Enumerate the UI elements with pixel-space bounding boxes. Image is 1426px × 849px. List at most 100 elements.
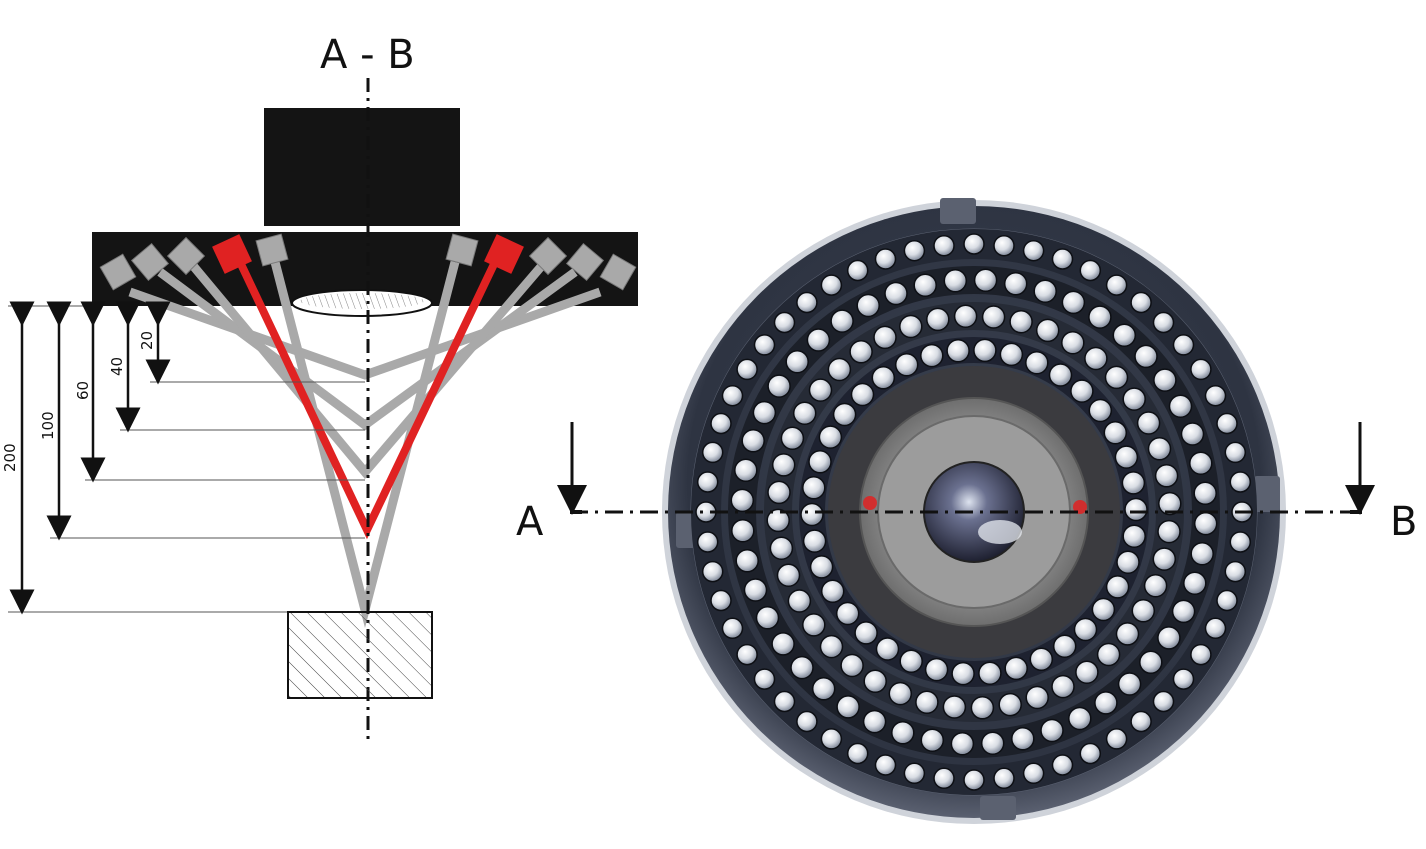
led — [830, 309, 854, 333]
led — [963, 233, 985, 255]
led — [973, 268, 998, 293]
led-head — [99, 253, 137, 291]
led — [863, 669, 887, 694]
led — [891, 721, 915, 745]
led — [924, 657, 949, 682]
led — [1003, 272, 1028, 296]
led — [1189, 451, 1213, 475]
led — [1103, 420, 1128, 445]
led-head — [565, 242, 605, 282]
distance-label-100: 100 — [39, 411, 57, 440]
led — [1224, 441, 1247, 464]
led — [1096, 642, 1121, 667]
led — [1104, 365, 1129, 390]
led — [943, 269, 968, 293]
led — [802, 613, 826, 637]
led — [1168, 394, 1193, 418]
led — [766, 508, 790, 533]
led — [808, 378, 833, 402]
led — [946, 339, 970, 363]
led — [811, 677, 836, 701]
led — [755, 606, 780, 630]
led — [1171, 599, 1196, 624]
led — [773, 690, 796, 713]
led — [1216, 412, 1238, 435]
led — [1216, 589, 1238, 612]
led — [993, 234, 1015, 257]
led — [1061, 290, 1086, 315]
led — [874, 754, 897, 776]
led — [809, 555, 834, 579]
distance-label-200: 200 — [1, 443, 19, 472]
led — [1079, 259, 1102, 282]
red-beam-100 — [236, 260, 499, 540]
led — [796, 710, 818, 733]
led — [1004, 656, 1028, 681]
led — [721, 384, 744, 407]
led — [1147, 437, 1172, 461]
led — [1116, 550, 1140, 574]
led — [820, 728, 843, 750]
led — [1157, 626, 1181, 650]
led — [899, 649, 923, 674]
led — [1117, 672, 1142, 696]
led — [873, 325, 897, 350]
led — [818, 425, 843, 449]
led — [1115, 622, 1140, 646]
led — [953, 304, 978, 328]
led — [1229, 471, 1252, 493]
led — [1022, 762, 1045, 785]
led — [998, 692, 1022, 717]
led — [820, 274, 843, 296]
led — [787, 589, 812, 613]
led — [701, 560, 724, 583]
led — [736, 358, 758, 381]
led — [731, 518, 755, 543]
red-indicator-left — [863, 496, 877, 510]
led — [926, 307, 950, 332]
led — [1172, 334, 1195, 356]
beam-200 — [270, 260, 460, 628]
led — [1040, 718, 1064, 743]
led — [1190, 643, 1212, 666]
led — [796, 291, 818, 314]
led — [800, 502, 824, 527]
led — [1070, 379, 1094, 403]
led — [1153, 368, 1177, 392]
led — [1009, 309, 1033, 334]
lens-glass — [923, 461, 1025, 563]
led-head — [445, 233, 479, 267]
led — [1122, 387, 1146, 411]
led — [736, 643, 758, 666]
led — [785, 349, 809, 374]
red-led-head — [212, 234, 252, 274]
led — [1075, 660, 1099, 684]
marker-a: A — [516, 499, 544, 545]
led — [735, 549, 759, 573]
led — [1051, 248, 1074, 270]
led — [1152, 690, 1175, 713]
led — [1022, 239, 1045, 262]
led — [1172, 668, 1195, 690]
led — [1025, 685, 1049, 710]
led — [1094, 691, 1118, 715]
rim-tab-bottom — [980, 796, 1016, 820]
gray-beams — [128, 259, 602, 628]
led — [874, 248, 897, 270]
led — [970, 696, 995, 720]
led — [710, 412, 732, 435]
led — [920, 728, 945, 752]
led — [850, 382, 875, 407]
led — [773, 311, 796, 334]
rim-tab-top — [940, 198, 976, 224]
led — [899, 314, 923, 339]
led — [753, 334, 776, 356]
led — [1091, 597, 1116, 622]
led — [808, 450, 832, 474]
led — [1157, 519, 1181, 544]
led — [963, 769, 985, 791]
led-heads-gray — [99, 233, 637, 291]
led — [1131, 599, 1156, 623]
led — [1048, 363, 1073, 387]
led — [1061, 330, 1085, 355]
